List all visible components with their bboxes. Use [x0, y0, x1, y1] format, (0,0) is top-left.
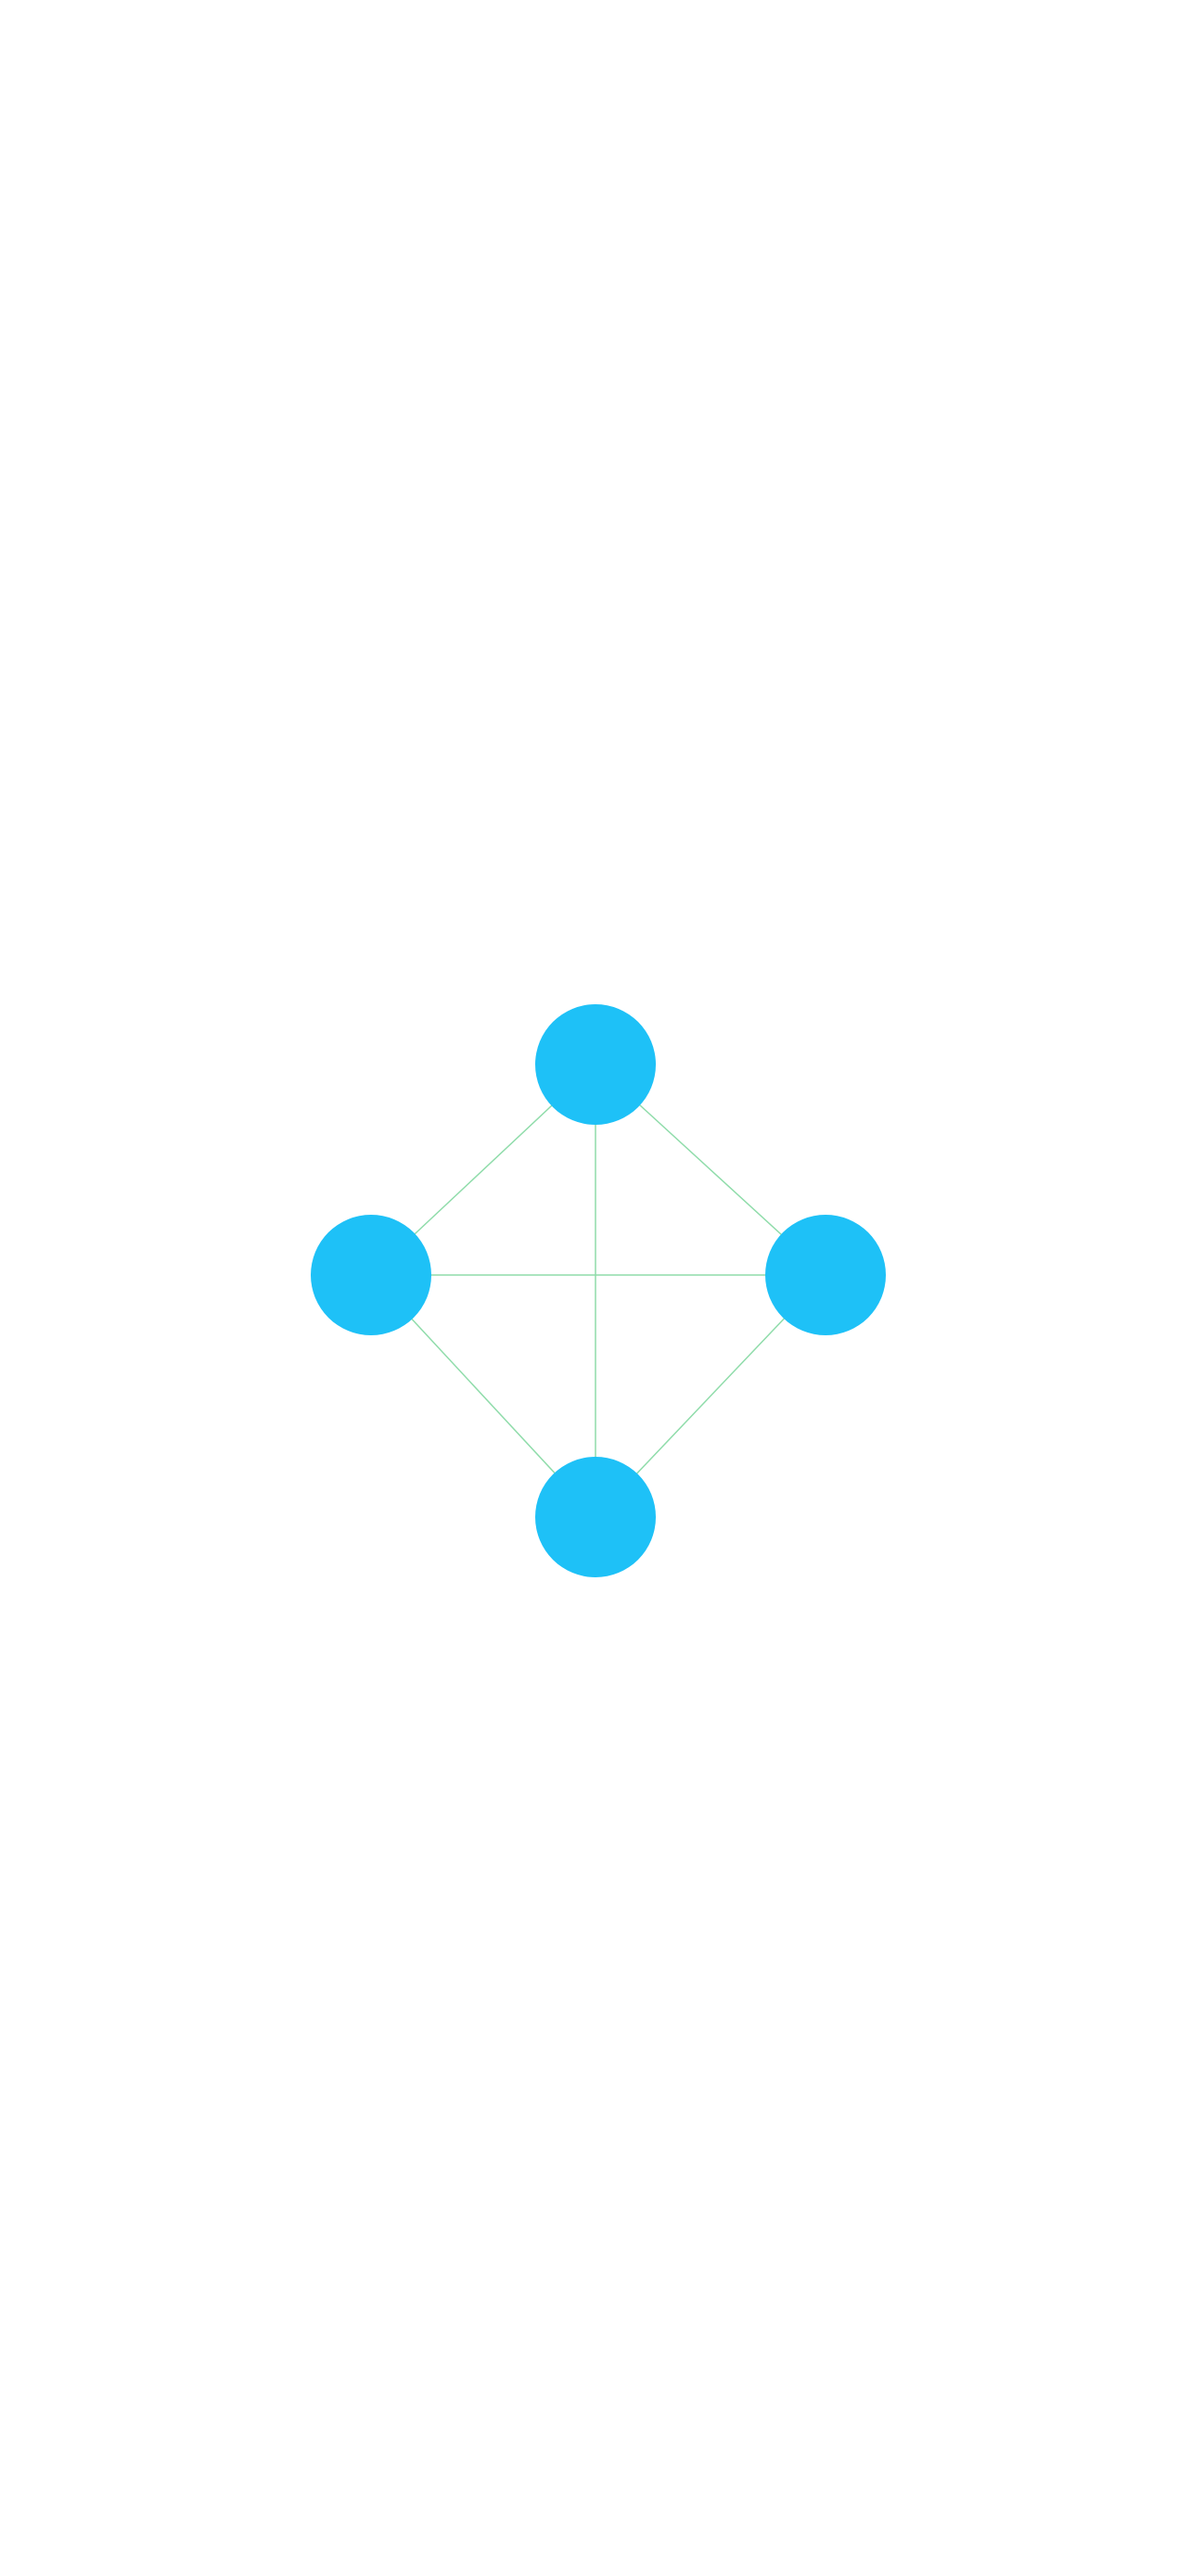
- node-top: [535, 1004, 656, 1125]
- node-left: [311, 1215, 431, 1335]
- nodes-layer: [311, 1004, 886, 1577]
- node-right: [765, 1215, 886, 1335]
- node-bottom: [535, 1457, 656, 1577]
- edges-layer: [370, 1064, 826, 1518]
